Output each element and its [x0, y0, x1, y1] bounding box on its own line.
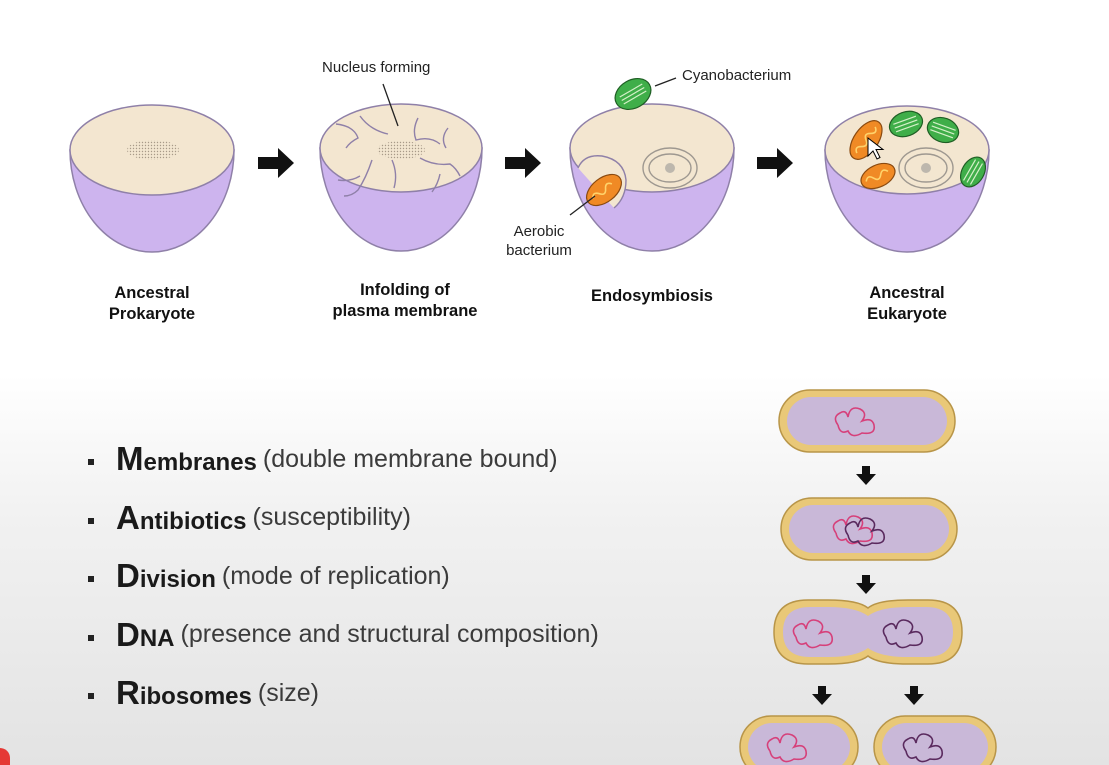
annotation-nucleus-forming: Nucleus forming: [322, 59, 431, 76]
criterion-rest: NA: [139, 624, 175, 652]
bullet-icon: [88, 517, 94, 524]
bullet-icon: [88, 634, 94, 641]
chloroplast: [959, 156, 987, 188]
chloroplast: [888, 110, 924, 138]
stage-label-eukaryote: Ancestral Eukaryote: [837, 283, 977, 325]
nucleoid-region: [127, 140, 179, 160]
chloroplast: [926, 116, 960, 144]
list-item: Division (mode of replication): [88, 547, 599, 606]
nucleus: [898, 147, 954, 189]
stage-label-line: Endosymbiosis: [591, 287, 713, 305]
stage-label-line: Infolding of: [360, 281, 450, 299]
binary-fission-diagram: [739, 389, 997, 765]
stage-label-line: Eukaryote: [867, 305, 947, 323]
annotation-line: Aerobic: [513, 223, 565, 240]
endosymbiosis-cell: [569, 77, 735, 252]
arrow-down-icon: [856, 575, 876, 594]
stage-label-line: plasma membrane: [332, 302, 478, 320]
list-item: Antibiotics (susceptibility): [88, 489, 599, 548]
membrane-infoldings: [335, 115, 461, 197]
arrow-down-icon: [856, 466, 876, 485]
criterion-initial: A: [116, 498, 140, 536]
list-item: Membranes (double membrane bound): [88, 430, 599, 489]
stage-label-infolding: Infolding of plasma membrane: [300, 280, 510, 322]
criterion-term: Ribosomes: [116, 674, 252, 712]
infolding-cell: [319, 83, 483, 252]
bacterium-replicating: [780, 497, 958, 561]
criterion-description: (double membrane bound): [262, 444, 558, 473]
criterion-description: (susceptibility): [252, 503, 411, 532]
annotation-aerobic-bacterium: Aerobic bacterium: [494, 222, 584, 260]
list-item: DNA (presence and structural composition…: [88, 606, 599, 665]
bacterium-single: [778, 389, 956, 453]
arrow-right-icon: [505, 148, 541, 178]
list-item: Ribosomes (size): [88, 664, 599, 723]
daughter-cell-right: [873, 715, 997, 765]
nucleus: [642, 147, 698, 189]
bullet-icon: [88, 693, 94, 700]
stage-label-line: Ancestral: [869, 284, 945, 302]
criterion-term: DNA: [116, 616, 175, 654]
arrow-down-icon: [812, 686, 832, 705]
criterion-term: Antibiotics: [116, 499, 247, 537]
aerobic-bacterium: [585, 173, 623, 207]
mitochondrion: [860, 162, 896, 190]
prokaryote-cell: [69, 104, 235, 253]
arrow-right-icon: [258, 148, 294, 178]
arrow-down-icon: [904, 686, 924, 705]
eukaryote-cell: [824, 105, 990, 253]
stage-label-line: Ancestral: [114, 284, 190, 302]
annotation-cyanobacterium: Cyanobacterium: [682, 67, 792, 84]
criterion-initial: R: [116, 674, 140, 712]
bullet-icon: [88, 576, 94, 583]
criteria-list: Membranes (double membrane bound) Antibi…: [88, 430, 599, 723]
criterion-initial: M: [116, 440, 144, 478]
criterion-initial: D: [116, 615, 140, 653]
daughter-cell-left: [739, 715, 859, 765]
criterion-rest: ibosomes: [139, 683, 252, 711]
criterion-description: (size): [257, 678, 319, 707]
criterion-rest: ntibiotics: [139, 507, 247, 535]
annotation-line: bacterium: [506, 242, 572, 259]
cyanobacterium: [614, 77, 652, 111]
bullet-icon: [88, 459, 94, 466]
criterion-term: Division: [116, 557, 216, 595]
player-progress-marker: [0, 748, 10, 765]
stage-label-prokaryote: Ancestral Prokaryote: [82, 283, 222, 325]
cursor-icon: [867, 136, 885, 160]
criterion-initial: D: [116, 557, 140, 595]
criterion-rest: ivision: [139, 566, 216, 594]
arrow-right-icon: [757, 148, 793, 178]
criterion-description: (presence and structural composition): [180, 620, 599, 649]
stage-label-endosymbiosis: Endosymbiosis: [567, 286, 737, 307]
criterion-rest: embranes: [143, 449, 257, 477]
stage-label-line: Prokaryote: [108, 305, 196, 323]
criterion-description: (mode of replication): [221, 561, 450, 590]
criterion-term: Membranes: [116, 440, 257, 478]
bacterium-dividing: [773, 599, 963, 665]
